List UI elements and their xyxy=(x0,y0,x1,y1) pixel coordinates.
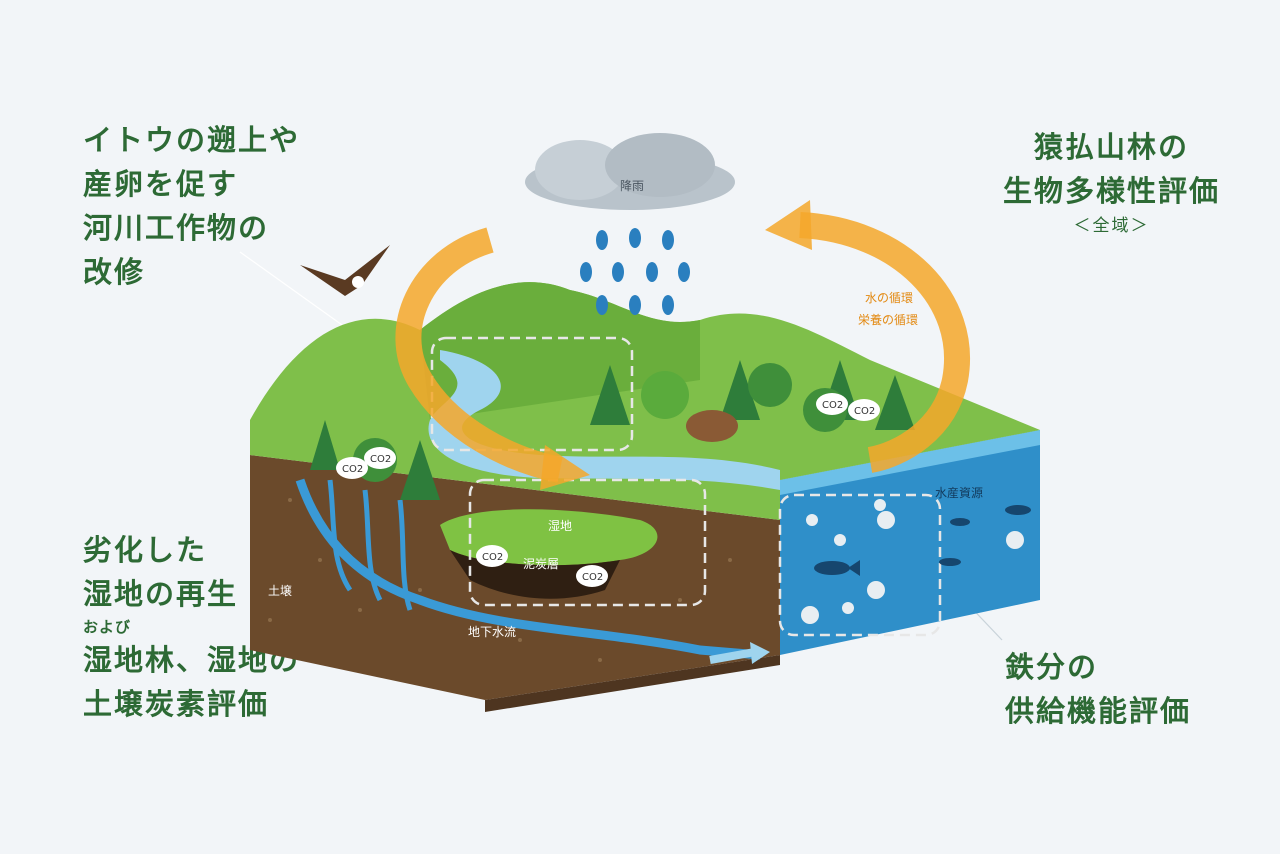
focus-box-wetland xyxy=(468,478,707,607)
co2-label: CO2 xyxy=(854,406,875,417)
co2-bubbles xyxy=(336,393,880,587)
label-iron-supply: 鉄分の 供給機能評価 xyxy=(1005,645,1191,733)
raindrops xyxy=(580,228,690,315)
co2-label: CO2 xyxy=(370,454,391,465)
co2-label: CO2 xyxy=(482,552,503,563)
cycle-label-nutrient: 栄養の循環 xyxy=(858,312,918,327)
label-sub: ＜全域＞ xyxy=(1073,216,1150,236)
label-line: 猿払山林の xyxy=(1034,130,1190,164)
co2-label: CO2 xyxy=(822,400,843,411)
label-line: 鉄分の xyxy=(1005,650,1099,684)
label-conjunction: および xyxy=(83,618,132,636)
label-line: イトウの遡上や xyxy=(83,123,301,157)
cloud xyxy=(525,133,735,210)
fishery-label: 水産資源 xyxy=(935,485,983,500)
label-line: 劣化した xyxy=(83,533,208,567)
co2-label: CO2 xyxy=(342,464,363,475)
sea-surface xyxy=(780,430,1040,495)
soil-label: 土壌 xyxy=(268,584,292,598)
soil-water-channels xyxy=(327,479,413,611)
groundwater-stream xyxy=(295,478,761,660)
wetland-label: 湿地 xyxy=(548,518,572,533)
cycle-arrowhead-right xyxy=(765,200,812,250)
groundwater-label: 地下水流 xyxy=(468,625,516,639)
groundwater-arrow xyxy=(709,648,756,664)
soil-texture xyxy=(268,498,732,662)
label-line: 土壌炭素評価 xyxy=(83,687,270,721)
peat-label: 泥炭層 xyxy=(523,557,559,571)
soil-bottom xyxy=(485,655,780,712)
iron-particles xyxy=(801,499,1024,624)
bear-icon xyxy=(686,410,738,442)
label-line: 改修 xyxy=(83,255,146,289)
sea-front xyxy=(780,430,1040,655)
cycle-label-water: 水の循環 xyxy=(865,291,913,305)
co2-label: CO2 xyxy=(582,572,603,583)
label-line: 供給機能評価 xyxy=(1005,694,1192,728)
label-river-structure-improvement: イトウの遡上や 産卵を促す 河川工作物の 改修 xyxy=(83,118,300,294)
label-forest-biodiversity: 猿払山林の 生物多様性評価 ＜全域＞ xyxy=(1003,125,1220,239)
cycle-arrow-right xyxy=(799,212,970,473)
label-line: 河川工作物の xyxy=(83,211,270,245)
eagle-icon xyxy=(300,245,390,296)
fish-icons xyxy=(814,505,1031,576)
focus-box-sea xyxy=(778,493,942,637)
label-line: 産卵を促す xyxy=(83,167,239,201)
cycle-arrowhead-left xyxy=(540,445,590,490)
groundwater-arrowhead xyxy=(750,642,770,664)
rain-label: 降雨 xyxy=(620,179,644,193)
cycle-arrow-left xyxy=(395,227,563,483)
label-line: 湿地の再生 xyxy=(83,577,239,611)
label-line: 生物多様性評価 xyxy=(1003,174,1221,208)
